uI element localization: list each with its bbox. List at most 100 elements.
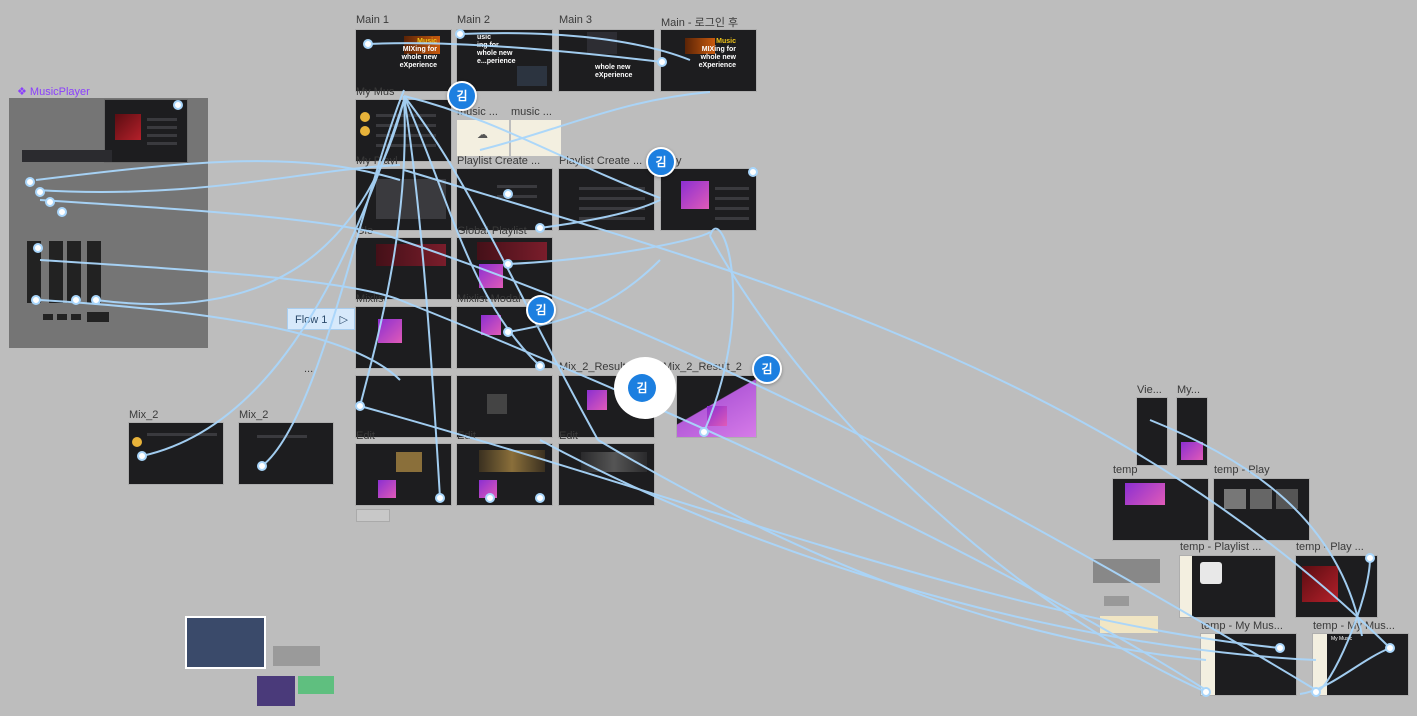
frame-my-playlist[interactable] [356, 169, 451, 230]
frame-label-global-playlist[interactable]: Global Playlist [457, 225, 527, 237]
collaborator-avatar[interactable]: 김 [526, 295, 556, 325]
frame-label-playlist-create-a[interactable]: Playlist Create ... [457, 155, 541, 167]
frame-label-dots[interactable]: ... [304, 363, 314, 375]
frame-label-main-1[interactable]: Main 1 [356, 14, 390, 26]
frame-global[interactable] [356, 238, 451, 299]
player-bar-variant[interactable] [22, 150, 112, 162]
player-variant-vertical-2[interactable] [49, 241, 63, 303]
collaborator-avatar[interactable]: 김 [752, 354, 782, 384]
player-variant-frame[interactable] [105, 100, 187, 162]
frame-label-play[interactable]: y [676, 155, 682, 167]
playlist-grid [376, 179, 446, 219]
frame-mix2[interactable] [129, 423, 223, 484]
hero-text: Music MIXing for whole new eXperience [399, 38, 437, 69]
frame-temp-playlist[interactable] [1180, 556, 1275, 617]
frame-label-music-b[interactable]: music ... [511, 106, 552, 118]
frame-mix2-result2[interactable] [677, 376, 756, 437]
frame-label-my-playlist[interactable]: My Playl [356, 155, 398, 167]
frame-label-main-2[interactable]: Main 2 [457, 14, 491, 26]
frame-main-login[interactable]: Music MIXing for whole new eXperience [661, 30, 756, 91]
frame-label-main-login[interactable]: Main - 로그인 후 [661, 17, 739, 29]
hero-image [517, 66, 547, 86]
album-art [378, 319, 402, 343]
frame-label-temp[interactable]: temp [1113, 464, 1138, 476]
frame-label-my[interactable]: My... [1177, 384, 1201, 396]
component-set-label[interactable]: ❖ MusicPlayer [17, 86, 90, 98]
frame-edit-2[interactable] [457, 444, 552, 505]
logo-variants [43, 312, 111, 324]
frame-playlist-create-b[interactable] [559, 169, 654, 230]
frame-label-mix2[interactable]: Mix_2 [129, 409, 159, 421]
flow-start-tag[interactable]: Flow 1 ▷ [287, 308, 355, 330]
album-art [479, 480, 497, 498]
frame-label-edit-1[interactable]: Edit [356, 430, 375, 442]
frame-main-1[interactable]: Music MIXing for whole new eXperience [356, 30, 451, 91]
frame-label-temp-playlist[interactable]: temp - Playlist ... [1180, 541, 1262, 553]
collaborator-avatar[interactable]: 김 [646, 147, 676, 177]
frame-label-temp-mymusic1[interactable]: temp - My Mus... [1201, 620, 1283, 632]
small-asset[interactable] [1104, 596, 1129, 606]
frame-play[interactable] [661, 169, 756, 230]
banner [477, 242, 547, 260]
frame-my[interactable] [1177, 398, 1207, 465]
waveform [581, 452, 647, 472]
plugin-screenshot[interactable] [185, 616, 266, 669]
frame-label-mix2-result2[interactable]: Mix_2_Result_2 [663, 361, 742, 373]
frame-label-mixlist-modal[interactable]: Mixlist Modal [457, 293, 521, 305]
player-variant-vertical-1[interactable] [27, 241, 41, 303]
frame-mixlist[interactable] [356, 307, 451, 368]
hero-image [685, 38, 715, 54]
frame-edit-1[interactable] [356, 444, 451, 505]
album-art [481, 315, 501, 335]
frame-my-music[interactable] [356, 100, 451, 161]
frame-label-mix2b[interactable]: Mix_2 [239, 409, 269, 421]
frame-view[interactable] [1137, 398, 1167, 465]
frame-mix-b[interactable] [457, 376, 552, 437]
player-variant-vertical-4[interactable] [87, 241, 101, 303]
album-art [1181, 442, 1203, 460]
keys-asset[interactable] [298, 676, 334, 694]
frame-label-main-3[interactable]: Main 3 [559, 14, 593, 26]
frame-music-a[interactable]: ☁ [457, 120, 509, 156]
frame-temp-mymusic1[interactable] [1201, 634, 1296, 695]
list-asset[interactable] [1093, 559, 1160, 583]
frame-label-my-music[interactable]: My Mus [356, 86, 395, 98]
frame-temp-play2[interactable] [1296, 556, 1377, 617]
frame-label-global[interactable]: Glo [356, 225, 374, 237]
frame-label-temp-play[interactable]: temp - Play [1214, 464, 1270, 476]
frame-label-edit-2[interactable]: Edit [457, 430, 476, 442]
player-variant-vertical-3[interactable] [67, 241, 81, 303]
frame-label-temp-mymusic2[interactable]: temp - My Mus... [1313, 620, 1395, 632]
frame-label-mixlist[interactable]: Mixlist [356, 293, 387, 305]
frame-label-temp-play2[interactable]: temp - Play ... [1296, 541, 1364, 553]
hero-text: whole new eXperience [595, 64, 633, 79]
album-art [587, 390, 607, 410]
waveform [396, 452, 422, 472]
album-art [707, 406, 727, 426]
component-set-musicplayer[interactable] [9, 98, 208, 348]
frame-playlist-create-a[interactable] [457, 169, 552, 230]
small-note[interactable] [356, 509, 390, 522]
frame-mix2b[interactable] [239, 423, 333, 484]
fader-asset[interactable] [1100, 616, 1158, 633]
frame-temp[interactable] [1113, 479, 1208, 540]
spectrum-asset[interactable] [257, 676, 295, 706]
frame-global-playlist[interactable] [457, 238, 552, 299]
frame-temp-mymusic2[interactable]: My Music [1313, 634, 1408, 695]
frame-temp-play[interactable] [1214, 479, 1309, 540]
collaborator-avatar[interactable]: 김 [447, 81, 477, 111]
frame-mix-a[interactable] [356, 376, 451, 437]
hero-text: Music MIXing for whole new eXperience [698, 38, 736, 69]
frame-label-view[interactable]: Vie... [1137, 384, 1162, 396]
mixer-asset[interactable] [273, 646, 320, 666]
active-collaborator-avatar[interactable]: 김 [614, 357, 676, 419]
frame-label-playlist-create-b[interactable]: Playlist Create ... [559, 155, 643, 167]
frame-music-b[interactable] [511, 120, 561, 156]
banner [1125, 483, 1165, 505]
frame-label-edit-3[interactable]: Edit [559, 430, 578, 442]
waveform [479, 450, 545, 472]
album-art [115, 114, 141, 140]
frame-edit-3[interactable] [559, 444, 654, 505]
frame-main-2[interactable]: usic ing for whole new e...perience [457, 30, 552, 91]
frame-main-3[interactable]: whole new eXperience [559, 30, 654, 91]
